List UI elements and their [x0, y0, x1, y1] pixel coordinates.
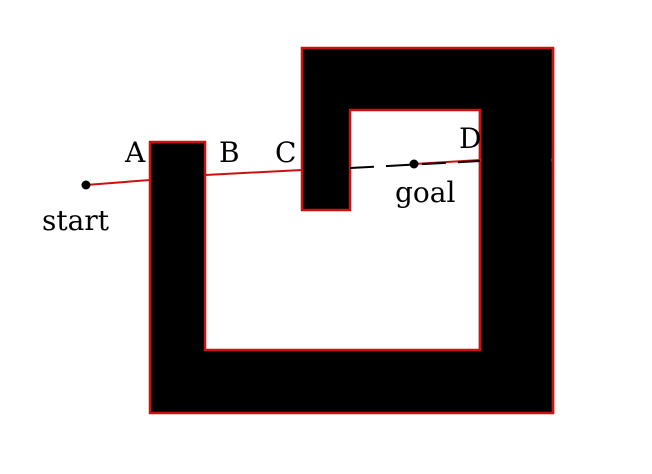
obstacle-join: [482, 150, 551, 170]
start-point: [81, 180, 91, 190]
path-segment-start-a: [85, 179, 151, 186]
label-d: D: [459, 122, 481, 155]
path-segment-b-c: [204, 169, 303, 176]
label-goal: goal: [395, 176, 455, 209]
label-start: start: [42, 204, 110, 237]
goal-point: [409, 159, 419, 169]
label-a: A: [124, 136, 146, 169]
label-c: C: [275, 136, 296, 169]
dashed-segment: [349, 160, 481, 169]
label-b: B: [219, 136, 240, 169]
u-shaped-obstacle: [148, 140, 555, 415]
